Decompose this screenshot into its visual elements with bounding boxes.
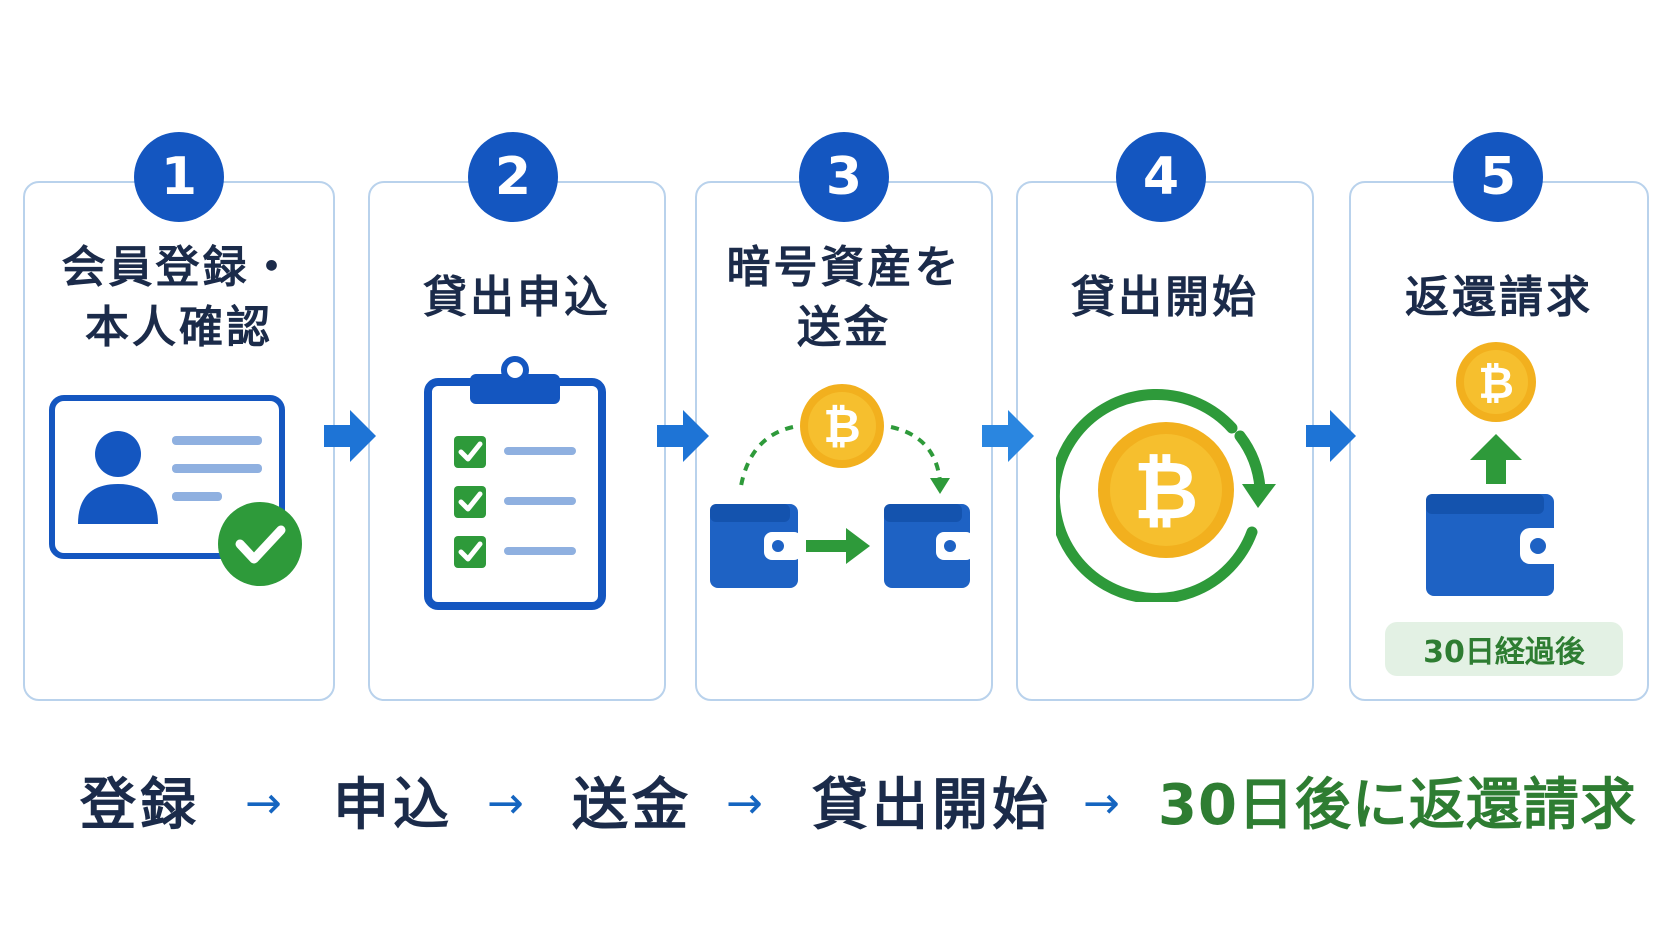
step-title-2: 貸出申込 xyxy=(368,238,666,358)
svg-text:₿: ₿ xyxy=(1133,444,1198,537)
person-head-icon xyxy=(95,431,141,477)
summary-item-send: 送金 xyxy=(572,772,692,838)
step-title-1-line-1: 会員登録・ xyxy=(61,242,297,293)
summary-arrow-2-icon: → xyxy=(487,778,524,829)
flow-arrow-2-icon xyxy=(657,410,709,462)
wallet-transfer-bitcoin-icon: ₿ xyxy=(710,384,974,588)
flow-arrow-4-icon xyxy=(1306,410,1356,462)
bitcoin-coin-large-icon: ₿ xyxy=(1098,422,1234,558)
id-card-check-icon xyxy=(49,395,302,586)
wallet-source-icon xyxy=(710,504,802,588)
after-30-days-badge: 30日経過後 xyxy=(1385,622,1623,676)
step-number-badge-3: 3 xyxy=(799,132,889,222)
svg-text:₿: ₿ xyxy=(823,399,861,453)
person-body-icon xyxy=(78,484,158,524)
step-title-3-line-1: 暗号資産を xyxy=(726,242,962,293)
step-title-2-line-1: 貸出申込 xyxy=(423,272,611,323)
clipboard-checklist-icon xyxy=(424,356,606,610)
step-title-5: 返還請求 xyxy=(1349,238,1649,358)
summary-arrow-1-icon: → xyxy=(245,778,282,829)
step-number-badge-4: 4 xyxy=(1116,132,1206,222)
step-title-3-line-2: 送金 xyxy=(797,302,891,353)
svg-text:₿: ₿ xyxy=(1478,358,1514,409)
step-number-badge-2: 2 xyxy=(468,132,558,222)
summary-arrow-4-icon: → xyxy=(1083,778,1120,829)
summary-item-lending-start: 貸出開始 xyxy=(812,772,1052,838)
step-title-4-line-1: 貸出開始 xyxy=(1071,272,1259,323)
step-title-3: 暗号資産を 送金 xyxy=(695,238,993,358)
step-title-4: 貸出開始 xyxy=(1016,238,1314,358)
bitcoin-coin-icon: ₿ xyxy=(800,384,884,468)
flow-arrow-1-icon xyxy=(324,410,376,462)
step-title-1-line-2: 本人確認 xyxy=(85,302,273,353)
summary-arrow-3-icon: → xyxy=(726,778,763,829)
flow-arrow-3-icon xyxy=(982,410,1034,462)
summary-item-apply: 申込 xyxy=(333,772,453,838)
bitcoin-cycle-icon: ₿ xyxy=(1056,388,1276,602)
step-number-badge-5: 5 xyxy=(1453,132,1543,222)
return-up-arrow-icon xyxy=(1470,434,1522,484)
check-circle-icon xyxy=(218,502,302,586)
step-number-badge-1: 1 xyxy=(134,132,224,222)
summary-item-register: 登録 xyxy=(80,772,200,838)
bitcoin-coin-small-icon: ₿ xyxy=(1456,342,1536,422)
wallet-destination-icon xyxy=(884,504,974,588)
transfer-arrow-icon xyxy=(806,528,870,564)
step-title-5-line-1: 返還請求 xyxy=(1405,272,1593,323)
step-title-1: 会員登録・ 本人確認 xyxy=(23,238,335,358)
summary-item-return-request: 30日後に返還請求 xyxy=(1158,772,1637,838)
wallet-bitcoin-return-icon: ₿ xyxy=(1426,342,1566,596)
